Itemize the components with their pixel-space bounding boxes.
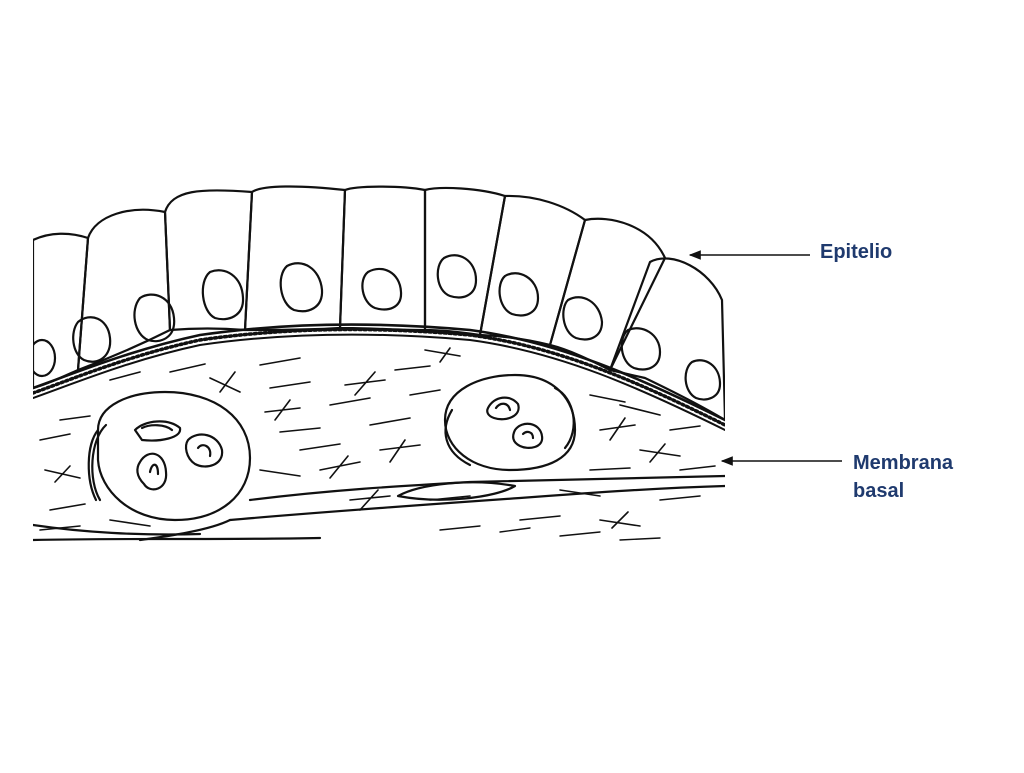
epithelial-cell: [163, 189, 254, 332]
nucleus: [133, 293, 176, 343]
basement-membrane: [33, 323, 725, 431]
nucleus: [33, 338, 57, 378]
label-epitelio: Epitelio: [820, 241, 893, 263]
nucleus: [201, 269, 245, 321]
nucleus: [498, 272, 540, 317]
capillary-left: [87, 390, 252, 522]
epithelial-cell: [33, 232, 90, 390]
epithelial-cell: [608, 257, 725, 422]
epithelial-cell: [243, 185, 347, 332]
nucleus: [562, 296, 604, 341]
label-membrana-basal: Membrana basal: [853, 449, 1003, 505]
epithelial-cell: [548, 217, 667, 372]
nucleus: [620, 327, 662, 371]
nucleus: [279, 262, 324, 313]
epithelial-cell: [478, 194, 587, 347]
nucleus: [72, 316, 112, 363]
label-membrana-line2: basal: [853, 480, 905, 502]
bottom-fibers: [439, 525, 661, 541]
label-pointers: [688, 250, 842, 466]
connective-tissue-fibers: [39, 347, 716, 531]
cell-nuclei: [33, 254, 722, 401]
nucleus: [684, 359, 722, 401]
label-membrana-line1: Membrana: [853, 452, 954, 474]
capillary-right: [443, 373, 577, 472]
nucleus: [436, 254, 478, 299]
nucleus: [361, 267, 403, 311]
fibroblast: [33, 474, 725, 542]
